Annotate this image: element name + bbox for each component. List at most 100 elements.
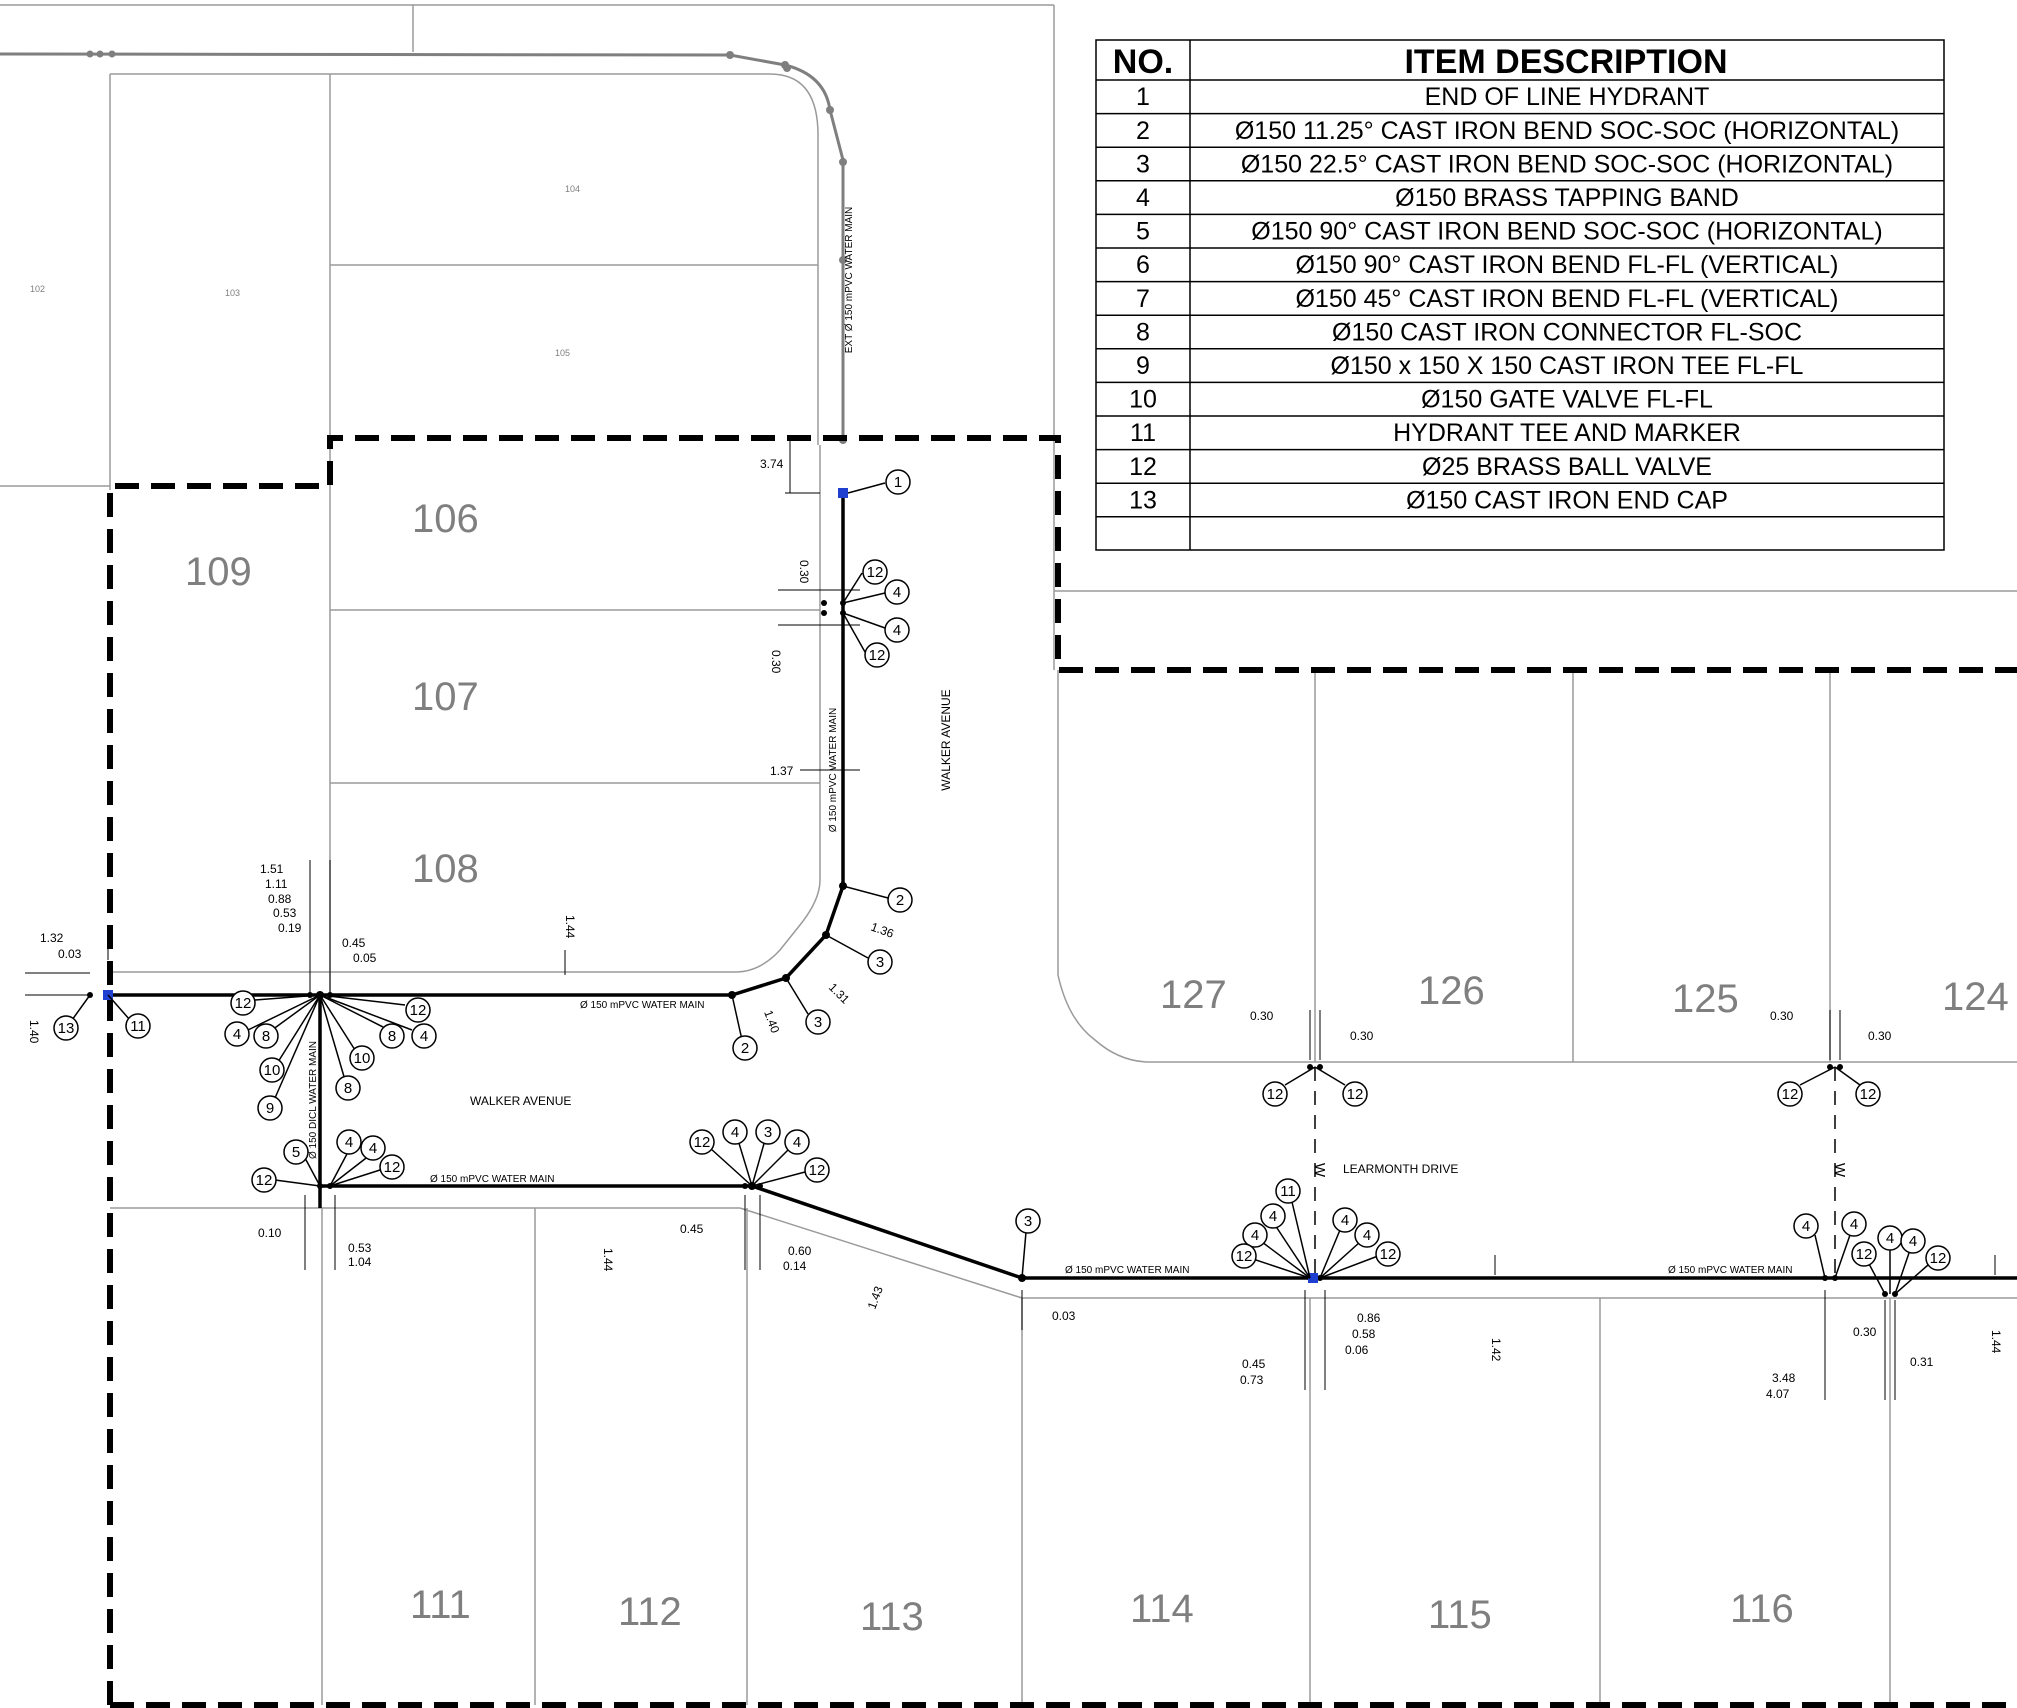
table-cell-description: Ø150 BRASS TAPPING BAND: [1395, 184, 1739, 212]
dimension-arrows: [25, 440, 1996, 1400]
table-cell-no: 11: [1130, 419, 1156, 447]
callout-4: 4: [1341, 1212, 1349, 1229]
callout-10: 10: [354, 1050, 371, 1067]
street-walker-avenue: WALKER AVENUE: [470, 1094, 571, 1108]
lot-125: 125: [1672, 977, 1739, 1021]
table-cell-no: 13: [1129, 486, 1157, 514]
callout-12: 12: [1347, 1086, 1364, 1103]
dim-0-60: 0.60: [788, 1244, 812, 1258]
callout-11: 11: [130, 1018, 146, 1035]
dim-0-45-a: 0.45: [342, 936, 366, 950]
callout-12: 12: [1782, 1086, 1799, 1103]
dim-0-58: 0.58: [1352, 1327, 1376, 1341]
dim-1-36: 1.36: [869, 920, 896, 941]
dim-1-44-c: 1.44: [1989, 1330, 2003, 1354]
existing-water-main: [0, 50, 847, 444]
callout-8: 8: [262, 1028, 270, 1045]
table-frame: [1095, 39, 1945, 551]
table-cell-no: 12: [1129, 453, 1157, 481]
label-learmonth-water-main-mid: Ø 150 mPVC WATER MAIN: [1065, 1265, 1189, 1276]
dim-0-30-f: 0.30: [1868, 1029, 1892, 1043]
callout-12: 12: [1236, 1248, 1253, 1265]
new-water-mains: [108, 493, 2017, 1280]
dim-0-53: 0.53: [273, 906, 297, 920]
table-cell-no: 7: [1136, 285, 1150, 313]
callout-bubbles: [53, 469, 1951, 1295]
table-cell-description: HYDRANT TEE AND MARKER: [1393, 419, 1741, 447]
callout-4: 4: [893, 622, 901, 639]
table-cell-no: 4: [1136, 184, 1150, 212]
lot-107: 107: [412, 675, 479, 719]
callout-2: 2: [741, 1040, 749, 1057]
label-dicl-water-main: Ø 150 DICL WATER MAIN: [308, 1041, 319, 1159]
dim-0-45-c: 0.45: [1242, 1357, 1266, 1371]
callout-4: 4: [893, 584, 901, 601]
callout-numbers: 1 12 4 4 12 2 3 3 2 12 4 8 10 9 12 8 4 1…: [58, 474, 1947, 1267]
street-learmonth-drive: LEARMONTH DRIVE: [1343, 1162, 1458, 1176]
dim-0-03-b: 0.03: [1052, 1309, 1076, 1323]
table-cell-description: Ø150 45° CAST IRON BEND FL-FL (VERTICAL): [1295, 285, 1838, 313]
lot-127: 127: [1160, 973, 1227, 1017]
table-cell-no: 10: [1129, 386, 1157, 414]
service-marker-w2: W: [1831, 1163, 1848, 1178]
callout-4: 4: [1886, 1230, 1894, 1247]
dim-0-30-b: 0.30: [769, 650, 783, 674]
dim-3-74: 3.74: [760, 457, 784, 471]
dim-0-53-b: 0.53: [348, 1241, 372, 1255]
callout-4: 4: [1909, 1233, 1917, 1250]
street-walker-avenue-vertical: WALKER AVENUE: [939, 689, 953, 790]
callout-4: 4: [1850, 1216, 1858, 1233]
dim-0-30-g: 0.30: [1853, 1325, 1877, 1339]
dim-0-10: 0.10: [258, 1226, 282, 1240]
dim-1-43: 1.43: [865, 1284, 886, 1311]
lot-105: 105: [555, 348, 570, 358]
lot-numbers: 102 103 104 105 106 107 108 109 111 112 …: [30, 184, 2009, 1639]
callout-9: 9: [266, 1100, 274, 1117]
dim-1-31: 1.31: [826, 980, 853, 1007]
callout-13: 13: [58, 1020, 75, 1037]
callout-12: 12: [235, 995, 252, 1012]
callout-10: 10: [264, 1062, 281, 1079]
dim-1-40-b: 1.40: [761, 1008, 782, 1035]
table-cell-description: Ø150 x 150 X 150 CAST IRON TEE FL-FL: [1331, 352, 1804, 380]
lot-106: 106: [412, 497, 479, 541]
callout-3: 3: [814, 1014, 822, 1031]
dim-0-86: 0.86: [1357, 1311, 1381, 1325]
dim-1-37: 1.37: [770, 764, 794, 778]
dim-0-73: 0.73: [1240, 1373, 1264, 1387]
dim-0-45-b: 0.45: [680, 1222, 704, 1236]
dim-1-44-a: 1.44: [563, 915, 577, 939]
stage-boundary: [107, 435, 2017, 1708]
callout-4: 4: [1802, 1218, 1810, 1235]
table-cell-no: 6: [1136, 251, 1150, 279]
callout-8: 8: [344, 1080, 352, 1097]
table-cell-description: END OF LINE HYDRANT: [1425, 83, 1710, 111]
lot-113: 113: [860, 1595, 924, 1639]
callout-1: 1: [894, 474, 902, 491]
dim-1-11: 1.11: [265, 877, 288, 891]
dim-3-48: 3.48: [1772, 1371, 1796, 1385]
table-cell-description: Ø150 90° CAST IRON BEND SOC-SOC (HORIZON…: [1251, 218, 1882, 246]
callout-12: 12: [410, 1002, 427, 1019]
service-lines: [1314, 1067, 1836, 1275]
callout-12: 12: [809, 1162, 826, 1179]
callout-3: 3: [764, 1124, 772, 1141]
callout-4: 4: [345, 1134, 353, 1151]
dim-1-42: 1.42: [1489, 1338, 1503, 1362]
lot-102: 102: [30, 284, 45, 294]
callout-12: 12: [694, 1134, 711, 1151]
lot-108: 108: [412, 847, 479, 891]
callout-4: 4: [1363, 1227, 1371, 1244]
lot-115: 115: [1428, 1593, 1492, 1637]
callout-4: 4: [233, 1026, 241, 1043]
table-cell-description: Ø150 GATE VALVE FL-FL: [1421, 386, 1713, 414]
dim-1-44-b: 1.44: [601, 1248, 615, 1272]
callout-12: 12: [1380, 1246, 1397, 1263]
label-learmonth-water-main-right: Ø 150 mPVC WATER MAIN: [1668, 1265, 1792, 1276]
table-cell-description: Ø150 CAST IRON CONNECTOR FL-SOC: [1332, 318, 1802, 346]
dim-0-30-d: 0.30: [1350, 1029, 1374, 1043]
lot-103: 103: [225, 288, 240, 298]
lot-109: 109: [185, 550, 252, 594]
table-cell-description: Ø25 BRASS BALL VALVE: [1422, 453, 1712, 481]
